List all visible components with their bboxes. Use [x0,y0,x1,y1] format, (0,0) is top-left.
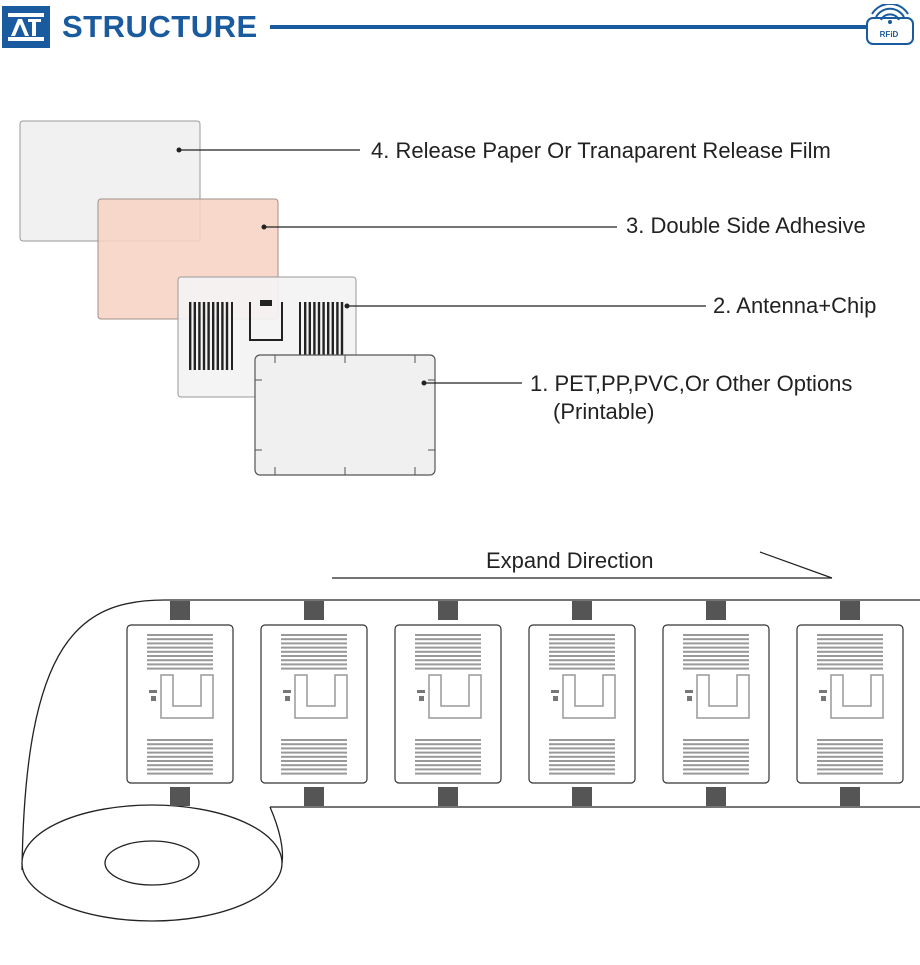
rfid-tag [796,601,904,806]
expand-direction-arrow [332,551,833,579]
company-logo-icon [2,6,50,48]
layer-1-sublabel: (Printable) [553,399,655,424]
layer-3-label: 3. Double Side Adhesive [626,213,866,238]
rfid-tag [528,601,636,806]
rfid-tag [126,601,234,806]
layer-4-label: 4. Release Paper Or Tranaparent Release … [371,138,831,163]
page-title: STRUCTURE [62,9,258,44]
layer-1-label: 1. PET,PP,PVC,Or Other Options [530,371,853,396]
label-roll [21,599,920,922]
header-bar: STRUCTURE RFiD [0,0,920,52]
rfid-badge-text: RFiD [879,30,899,39]
layer-2-label: 2. Antenna+Chip [713,293,877,318]
expand-direction-label: Expand Direction [486,548,654,573]
layer-1-face-stock [254,354,436,476]
leader-lines [179,149,706,384]
rfid-tag [394,601,502,806]
rfid-tag [662,601,770,806]
rfid-tag [260,601,368,806]
title-divider [270,25,868,29]
rfid-wireless-icon: RFiD [864,2,918,48]
